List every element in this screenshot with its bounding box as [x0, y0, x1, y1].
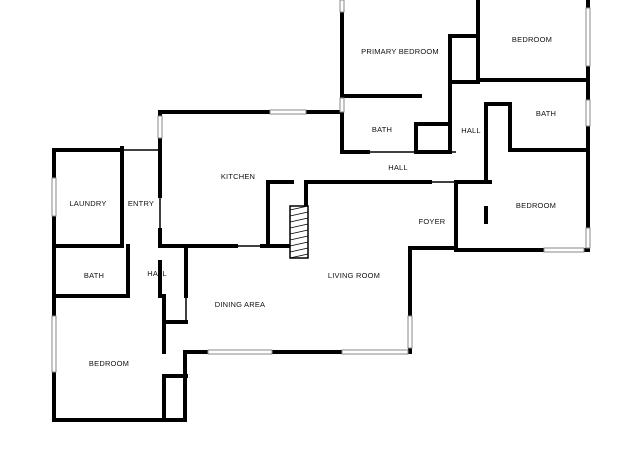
- exterior-walls: [52, 0, 590, 422]
- windows: [51, 0, 591, 373]
- label-primary-bedroom: PRIMARY BEDROOM: [361, 47, 439, 56]
- label-kitchen: KITCHEN: [221, 172, 255, 181]
- label-hall-upper: HALL: [461, 126, 481, 135]
- label-entry: ENTRY: [128, 199, 154, 208]
- label-bath-right: BATH: [536, 109, 556, 118]
- label-living-room: LIVING ROOM: [328, 271, 380, 280]
- label-bedroom-right: BEDROOM: [516, 201, 556, 210]
- label-laundry: LAUNDRY: [69, 199, 106, 208]
- label-foyer: FOYER: [419, 217, 446, 226]
- thin-lines: [122, 149, 456, 322]
- room-labels: PRIMARY BEDROOM BEDROOM BATH HALL BATH H…: [69, 35, 556, 368]
- label-bath-center: BATH: [372, 125, 392, 134]
- fireplace: [289, 205, 309, 259]
- label-bedroom-top-right: BEDROOM: [512, 35, 552, 44]
- label-bath-left: BATH: [84, 271, 104, 280]
- label-bedroom-left: BEDROOM: [89, 359, 129, 368]
- label-hall-main: HALL: [388, 163, 408, 172]
- interior-walls: [52, 0, 590, 422]
- label-hall-left: HALL: [147, 269, 167, 278]
- label-dining-area: DINING AREA: [215, 300, 266, 309]
